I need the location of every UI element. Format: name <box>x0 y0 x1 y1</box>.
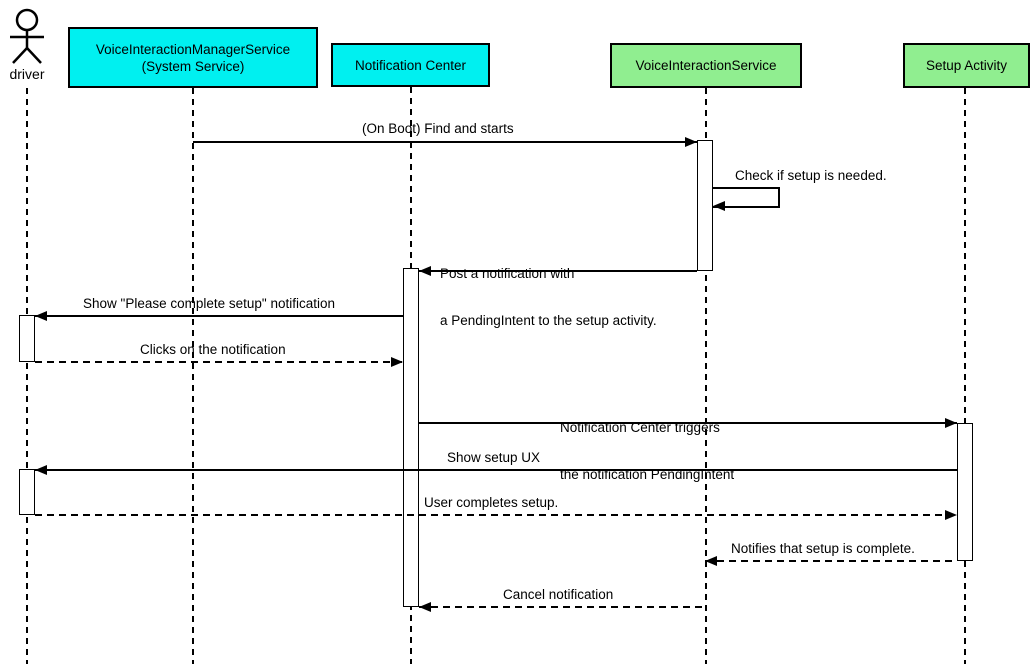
activation-setup-activity <box>957 423 973 561</box>
lifeline-voice-interaction-manager-service <box>192 88 194 664</box>
message-line <box>705 560 957 562</box>
activation-driver-2 <box>19 469 35 515</box>
arrowhead-left-icon <box>35 311 47 321</box>
message-line <box>35 514 957 516</box>
participant-setup-activity: Setup Activity <box>903 43 1030 88</box>
message-label-line1: Post a notification with <box>440 266 575 281</box>
participant-label: VoiceInteractionManagerService <box>95 41 291 57</box>
arrowhead-left-icon <box>419 602 431 612</box>
message-label: Notifies that setup is complete. <box>731 541 915 556</box>
message-label-line2: the notification PendingIntent <box>560 466 735 482</box>
message-line <box>35 469 957 471</box>
message-label: User completes setup. <box>424 495 559 510</box>
arrowhead-left-icon <box>705 556 717 566</box>
arrowhead-left-icon <box>35 465 47 475</box>
arrowhead-right-icon <box>685 137 697 147</box>
participant-label: Notification Center <box>354 57 467 73</box>
arrowhead-right-icon <box>945 510 957 520</box>
activation-notification-center <box>403 268 419 607</box>
lifeline-setup-activity <box>964 88 966 664</box>
message-line <box>35 315 403 317</box>
participant-sublabel: (System Service) <box>141 58 245 74</box>
self-call-loop <box>713 187 780 208</box>
stick-figure-icon <box>10 8 44 64</box>
message-label: (On Boot) Find and starts <box>362 121 514 136</box>
message-line <box>193 141 697 143</box>
message-label-line1: Notification Center triggers <box>560 420 720 435</box>
participant-notification-center: Notification Center <box>331 43 490 87</box>
message-label: Show setup UX <box>447 450 541 465</box>
participant-voice-interaction-manager-service: VoiceInteractionManagerService (System S… <box>68 27 318 88</box>
message-label-line2: a PendingIntent to the setup activity. <box>440 312 657 328</box>
participant-voice-interaction-service: VoiceInteractionService <box>610 43 802 88</box>
message-line <box>35 361 403 363</box>
message-line <box>419 270 697 272</box>
message-label: Clicks on the notification <box>140 342 286 357</box>
activation-driver-1 <box>19 315 35 362</box>
arrowhead-right-icon <box>945 418 957 428</box>
message-label: Show "Please complete setup" notificatio… <box>83 296 335 311</box>
message-label: Notification Center triggers the notific… <box>560 389 734 513</box>
arrowhead-left-icon <box>419 266 431 276</box>
lifeline-voice-interaction-service <box>705 88 707 664</box>
message-label: Check if setup is needed. <box>735 168 887 183</box>
lifeline-driver <box>26 88 28 664</box>
message-label: Cancel notification <box>503 587 614 602</box>
actor-label: driver <box>9 66 45 82</box>
message-line <box>419 606 705 608</box>
message-line <box>419 422 957 424</box>
arrowhead-left-icon <box>713 201 725 211</box>
message-label: Post a notification with a PendingIntent… <box>440 235 657 359</box>
participant-label: VoiceInteractionService <box>635 58 777 73</box>
participant-label: Setup Activity <box>925 58 1008 73</box>
activation-voice-interaction-service <box>697 140 713 271</box>
arrowhead-right-icon <box>391 357 403 367</box>
